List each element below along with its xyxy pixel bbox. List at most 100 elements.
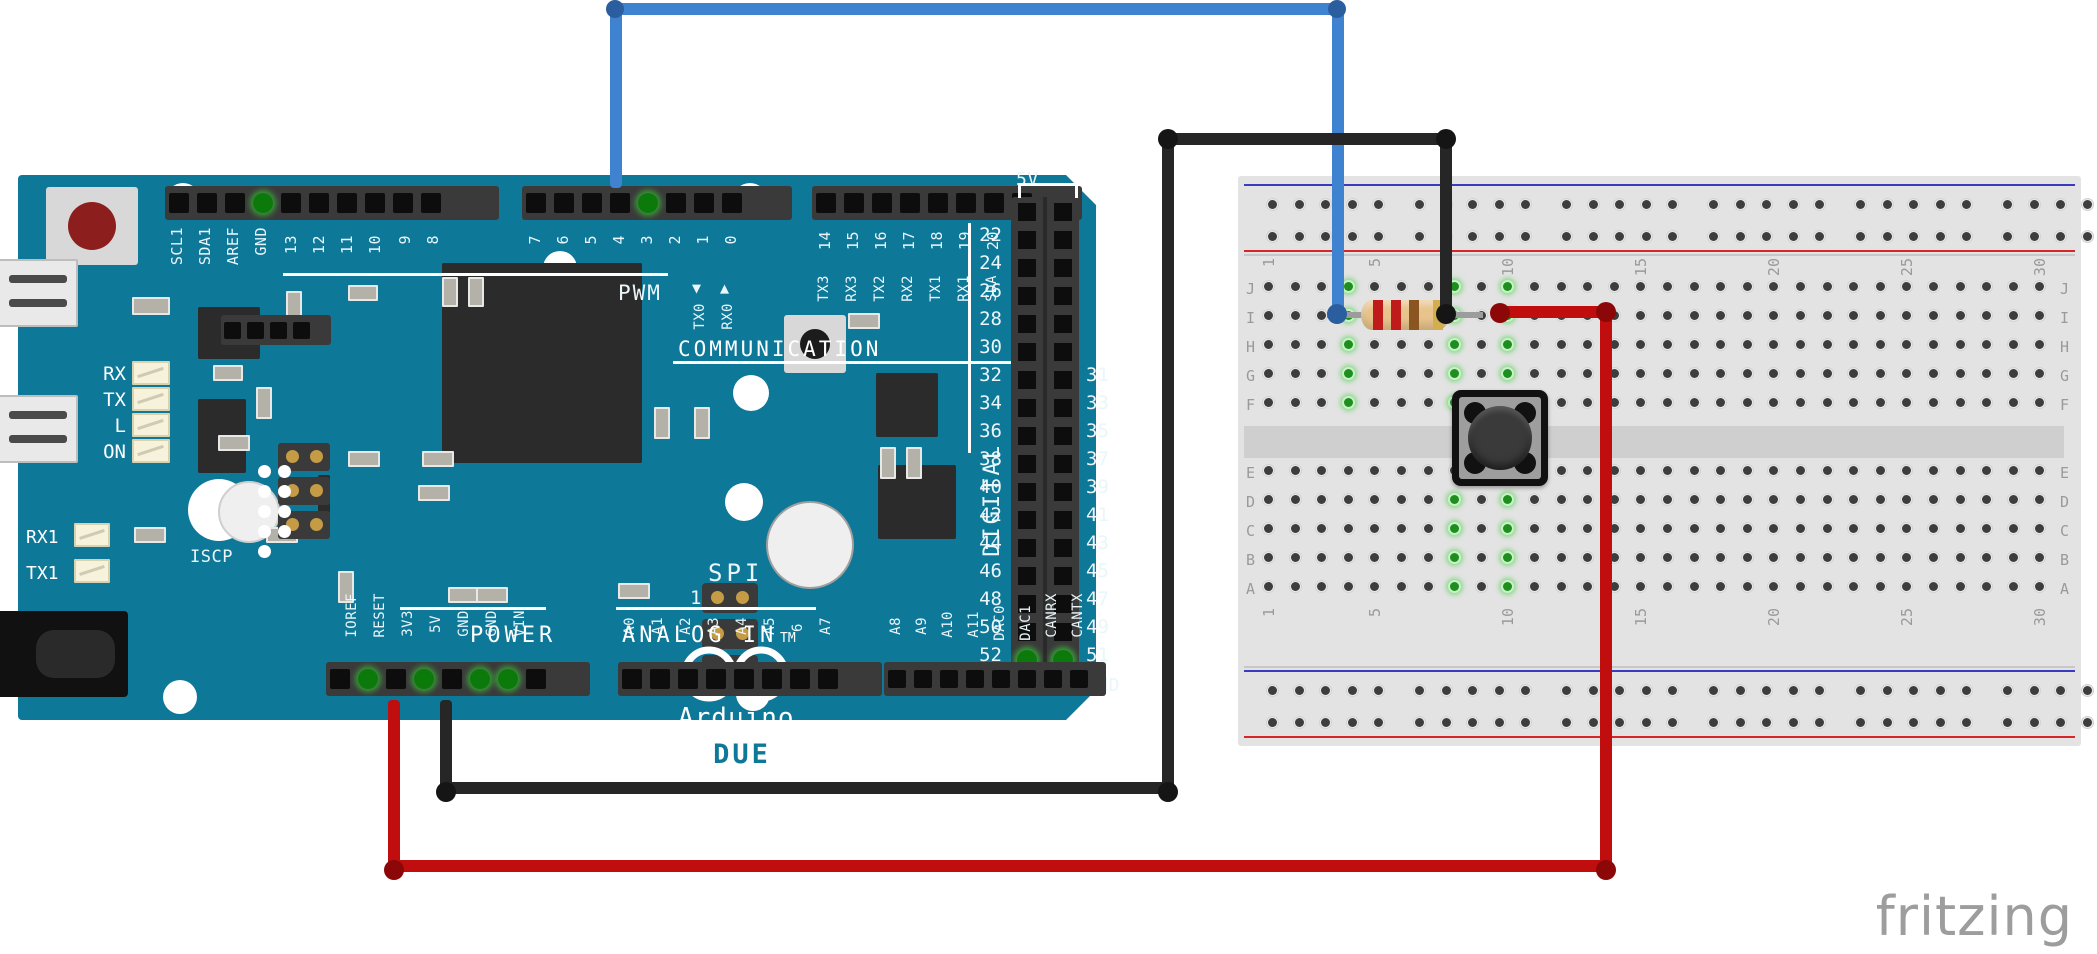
- breadboard-hole[interactable]: [1439, 684, 1453, 697]
- breadboard-hole[interactable]: [1315, 396, 1329, 409]
- breadboard-hole[interactable]: [1634, 280, 1648, 293]
- pin-cantx[interactable]: [1070, 670, 1088, 688]
- breadboard-hole[interactable]: [1528, 367, 1541, 380]
- breadboard-hole[interactable]: [2027, 198, 2041, 211]
- breadboard-hole[interactable]: [1847, 396, 1861, 409]
- breadboard-hole[interactable]: [1880, 230, 1894, 243]
- breadboard-hole[interactable]: [1661, 464, 1674, 477]
- breadboard-hole[interactable]: [1581, 580, 1595, 593]
- breadboard-hole[interactable]: [1262, 396, 1275, 409]
- breadboard-hole[interactable]: [1900, 280, 1914, 293]
- breadboard-hole[interactable]: [1492, 198, 1506, 211]
- breadboard-hole[interactable]: [1613, 198, 1627, 211]
- breadboard-hole[interactable]: [1341, 580, 1355, 593]
- breadboard-hole[interactable]: [1794, 464, 1807, 477]
- pin-canrx[interactable]: [1044, 670, 1062, 688]
- breadboard-hole[interactable]: [1740, 464, 1754, 477]
- resistor-220ohm[interactable]: [1327, 300, 1483, 330]
- pin-8[interactable]: [421, 193, 441, 213]
- breadboard-hole[interactable]: [1288, 338, 1302, 351]
- breadboard-hole[interactable]: [1421, 396, 1435, 409]
- breadboard-hole[interactable]: [1980, 367, 1994, 380]
- breadboard-hole[interactable]: [2054, 230, 2068, 243]
- breadboard-hole[interactable]: [1581, 338, 1595, 351]
- breadboard-hole[interactable]: [1315, 338, 1329, 351]
- breadboard-hole[interactable]: [1953, 280, 1967, 293]
- breadboard-hole[interactable]: [1586, 198, 1600, 211]
- breadboard-hole[interactable]: [1813, 716, 1827, 729]
- breadboard-hole[interactable]: [1740, 522, 1754, 535]
- breadboard-hole[interactable]: [1661, 551, 1674, 564]
- breadboard-hole[interactable]: [1820, 280, 1834, 293]
- breadboard-hole[interactable]: [1847, 367, 1861, 380]
- breadboard-hole[interactable]: [1395, 580, 1408, 593]
- breadboard-hole[interactable]: [1760, 198, 1774, 211]
- breadboard-hole[interactable]: [1927, 396, 1940, 409]
- breadboard-hole[interactable]: [1634, 367, 1648, 380]
- breadboard-hole[interactable]: [1740, 309, 1754, 322]
- breadboard-hole[interactable]: [1927, 493, 1940, 506]
- breadboard-hole[interactable]: [1288, 367, 1302, 380]
- breadboard-hole[interactable]: [1767, 551, 1781, 564]
- breadboard-hole[interactable]: [1560, 198, 1573, 211]
- pin-vin[interactable]: [526, 669, 546, 689]
- breadboard-hole[interactable]: [1767, 338, 1781, 351]
- breadboard-hole[interactable]: [1794, 493, 1807, 506]
- breadboard-hole-connected[interactable]: [1341, 396, 1355, 409]
- breadboard-hole[interactable]: [1794, 280, 1807, 293]
- breadboard-hole[interactable]: [2033, 522, 2047, 535]
- breadboard-hole[interactable]: [1687, 580, 1701, 593]
- breadboard-hole[interactable]: [1820, 493, 1834, 506]
- breadboard-hole[interactable]: [1760, 230, 1774, 243]
- breadboard-hole[interactable]: [1760, 716, 1774, 729]
- breadboard-hole[interactable]: [1262, 338, 1275, 351]
- pin-a1[interactable]: [650, 669, 670, 689]
- breadboard-hole[interactable]: [1315, 309, 1329, 322]
- wire-bend-point[interactable]: [1436, 129, 1456, 149]
- breadboard-hole[interactable]: [1740, 280, 1754, 293]
- breadboard-hole[interactable]: [1288, 580, 1302, 593]
- breadboard-hole[interactable]: [1847, 309, 1861, 322]
- breadboard-hole-connected[interactable]: [1448, 338, 1462, 351]
- breadboard-hole[interactable]: [1341, 493, 1355, 506]
- breadboard-hole[interactable]: [2001, 716, 2014, 729]
- breadboard-hole[interactable]: [1980, 493, 1994, 506]
- breadboard-hole[interactable]: [1639, 230, 1653, 243]
- breadboard-hole[interactable]: [2033, 493, 2047, 506]
- breadboard-hole[interactable]: [1319, 230, 1333, 243]
- pin-ioref[interactable]: [330, 669, 350, 689]
- breadboard-hole[interactable]: [1873, 551, 1887, 564]
- breadboard-hole[interactable]: [1661, 580, 1674, 593]
- breadboard-hole[interactable]: [1786, 230, 1800, 243]
- header-top-left[interactable]: [165, 186, 499, 220]
- breadboard-hole[interactable]: [1873, 522, 1887, 535]
- breadboard-hole[interactable]: [1820, 580, 1834, 593]
- pin-2[interactable]: [666, 193, 686, 213]
- breadboard-hole[interactable]: [1639, 684, 1653, 697]
- breadboard-hole[interactable]: [1421, 367, 1435, 380]
- breadboard-hole[interactable]: [1292, 716, 1306, 729]
- breadboard-hole[interactable]: [2033, 367, 2047, 380]
- pin-aref[interactable]: [225, 193, 245, 213]
- breadboard-hole[interactable]: [1953, 367, 1967, 380]
- breadboard-hole[interactable]: [1733, 230, 1747, 243]
- breadboard-hole[interactable]: [1900, 309, 1914, 322]
- breadboard-hole[interactable]: [1661, 522, 1674, 535]
- breadboard-hole[interactable]: [1439, 716, 1453, 729]
- wire-end-j8[interactable]: [1436, 304, 1456, 324]
- breadboard-hole[interactable]: [1907, 230, 1921, 243]
- breadboard-hole[interactable]: [1714, 522, 1728, 535]
- breadboard-hole[interactable]: [2001, 198, 2014, 211]
- breadboard-hole[interactable]: [1466, 230, 1480, 243]
- pin-13[interactable]: [281, 193, 301, 213]
- breadboard-hole[interactable]: [2033, 280, 2047, 293]
- breadboard-hole[interactable]: [1714, 493, 1728, 506]
- breadboard-hole-connected[interactable]: [1448, 580, 1462, 593]
- breadboard-hole[interactable]: [1528, 580, 1541, 593]
- breadboard-hole[interactable]: [1395, 493, 1408, 506]
- breadboard-hole[interactable]: [1315, 580, 1329, 593]
- reset-button[interactable]: [46, 187, 138, 265]
- breadboard-hole[interactable]: [1613, 684, 1627, 697]
- pin-a10[interactable]: [940, 670, 958, 688]
- breadboard-hole[interactable]: [1519, 230, 1533, 243]
